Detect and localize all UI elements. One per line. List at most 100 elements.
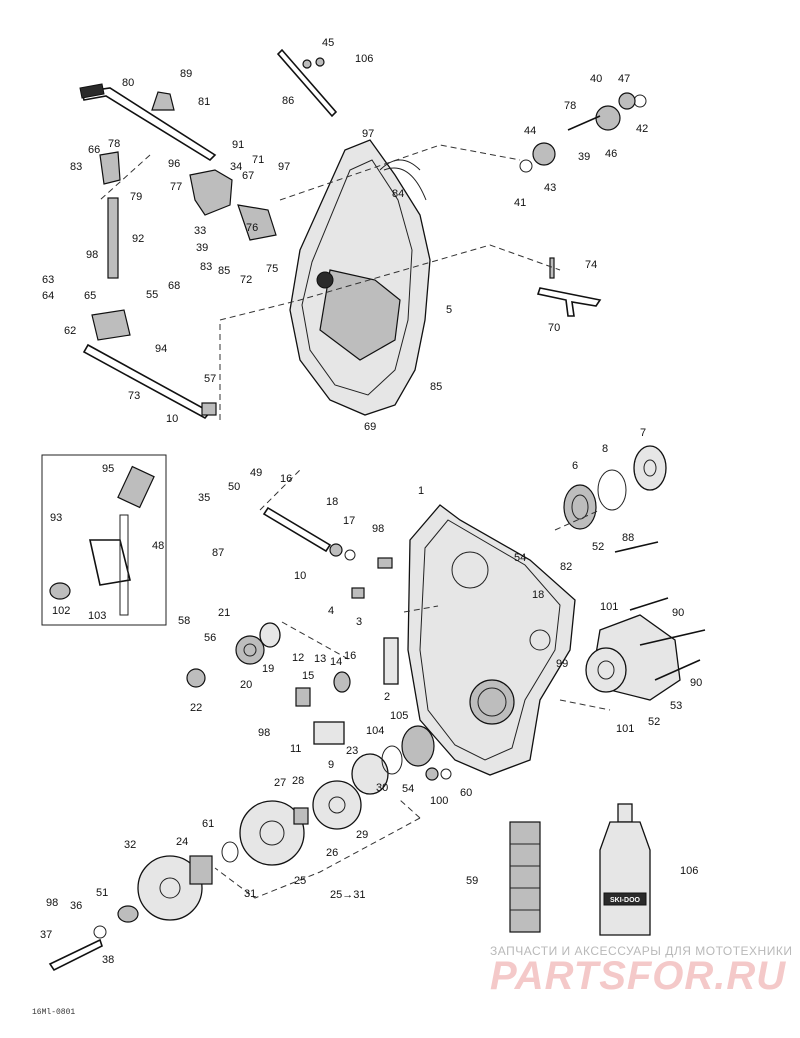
part-number-label: 56 (204, 632, 216, 644)
part-number-label: 94 (155, 343, 167, 355)
part-number-label: 78 (564, 100, 576, 112)
part-number-label: 87 (212, 547, 224, 559)
part-number-label: 49 (250, 467, 262, 479)
watermark-caption: ЗАПЧАСТИ И АКСЕССУАРЫ ДЛЯ МОТОТЕХНИКИ (490, 944, 793, 958)
part-number-label: 85 (218, 265, 230, 277)
part-number-label: 14 (330, 656, 342, 668)
part-number-label: 18 (326, 496, 338, 508)
bottle-label: SKI-DOO (610, 897, 641, 904)
sprockets (48, 780, 362, 972)
part-number-label: 30 (376, 782, 388, 794)
watermark-logo: PARTSFOR.RU (490, 954, 787, 998)
part-number-label: 83 (200, 261, 212, 273)
nut-106 (315, 57, 325, 67)
oil-bottle: SKI-DOO (599, 803, 651, 936)
part-number-label: 79 (130, 191, 142, 203)
part-number-label: 12 (292, 652, 304, 664)
shaft-16 (262, 506, 399, 685)
chaincase-body (407, 504, 576, 776)
part-number-label: 52 (648, 716, 660, 728)
part-number-label: 91 (232, 139, 244, 151)
part-number-label: 53 (670, 700, 682, 712)
part-number-label: 25→31 (330, 889, 365, 901)
part-number-label: 81 (198, 96, 210, 108)
part-number-label: 65 (84, 290, 96, 302)
part-number-label: 101 (600, 601, 618, 613)
part-number-label: 38 (102, 954, 114, 966)
part-number-label: 99 (556, 658, 568, 670)
bolts-90 (614, 541, 706, 681)
part-number-label: 86 (282, 95, 294, 107)
washer-45 (302, 59, 312, 69)
part-number-label: 54 (514, 552, 526, 564)
part-number-label: 16 (344, 650, 356, 662)
part-number-label: 9 (328, 759, 334, 771)
part-number-label: 93 (50, 512, 62, 524)
part-number-label: 37 (40, 929, 52, 941)
part-number-label: 61 (202, 818, 214, 830)
part-number-label: 78 (108, 138, 120, 150)
part-number-label: 82 (560, 561, 572, 573)
part-number-label: 18 (532, 589, 544, 601)
part-number-label: 62 (64, 325, 76, 337)
part-number-label: 101 (616, 723, 634, 735)
part-number-label: 64 (42, 290, 54, 302)
part-number-label: 6 (572, 460, 578, 472)
part-number-label: 95 (102, 463, 114, 475)
phantom-lines (99, 144, 611, 899)
part-number-label: 72 (240, 274, 252, 286)
part-number-label: 2 (384, 691, 390, 703)
part-number-label: 90 (690, 677, 702, 689)
part-number-label: 106 (680, 865, 698, 877)
part-number-label: 70 (548, 322, 560, 334)
part-number-label: 34 (230, 161, 242, 173)
part-number-label: 4 (328, 605, 334, 617)
part-number-label: 68 (168, 280, 180, 292)
part-number-label: 106 (355, 53, 373, 65)
part-number-label: 51 (96, 887, 108, 899)
part-number-label: 100 (430, 795, 448, 807)
part-number-label: 84 (392, 188, 404, 200)
part-number-label: 60 (460, 787, 472, 799)
part-number-label: 28 (292, 775, 304, 787)
part-number-label: 48 (152, 540, 164, 552)
part-number-label: 83 (70, 161, 82, 173)
part-number-label: 74 (585, 259, 597, 271)
chain-59 (509, 821, 541, 933)
part-number-label: 67 (242, 170, 254, 182)
part-number-label: 43 (544, 182, 556, 194)
part-number-label: 39 (578, 151, 590, 163)
part-number-label: 46 (605, 148, 617, 160)
part-number-label: 39 (196, 242, 208, 254)
part-number-label: 96 (168, 158, 180, 170)
part-number-label: 63 (42, 274, 54, 286)
part-number-label: 88 (622, 532, 634, 544)
part-number-label: 52 (592, 541, 604, 553)
part-number-label: 13 (314, 653, 326, 665)
part-number-label: 40 (590, 73, 602, 85)
part-number-label: 92 (132, 233, 144, 245)
part-number-label: 31 (244, 888, 256, 900)
part-number-label: 77 (170, 181, 182, 193)
part-number-label: 10 (294, 570, 306, 582)
part-number-label: 58 (178, 615, 190, 627)
part-number-label: 44 (524, 125, 536, 137)
part-number-label: 98 (46, 897, 58, 909)
part-number-label: 54 (402, 783, 414, 795)
dipstick (383, 167, 427, 201)
part-number-label: 1 (418, 485, 424, 497)
chaincase-cover (289, 139, 431, 416)
part-number-label: 8 (602, 443, 608, 455)
part-number-label: 27 (274, 777, 286, 789)
part-number-label: 17 (343, 515, 355, 527)
part-number-label: 42 (636, 123, 648, 135)
part-number-label: 11 (290, 743, 301, 755)
part-number-label: 21 (218, 607, 230, 619)
part-number-label: 23 (346, 745, 358, 757)
part-number-label: 41 (514, 197, 526, 209)
part-number-label: 98 (86, 249, 98, 261)
drawing-code: 16Ml-0801 (32, 1008, 76, 1017)
part-number-label: 85 (430, 381, 442, 393)
right-bearings (563, 445, 681, 701)
